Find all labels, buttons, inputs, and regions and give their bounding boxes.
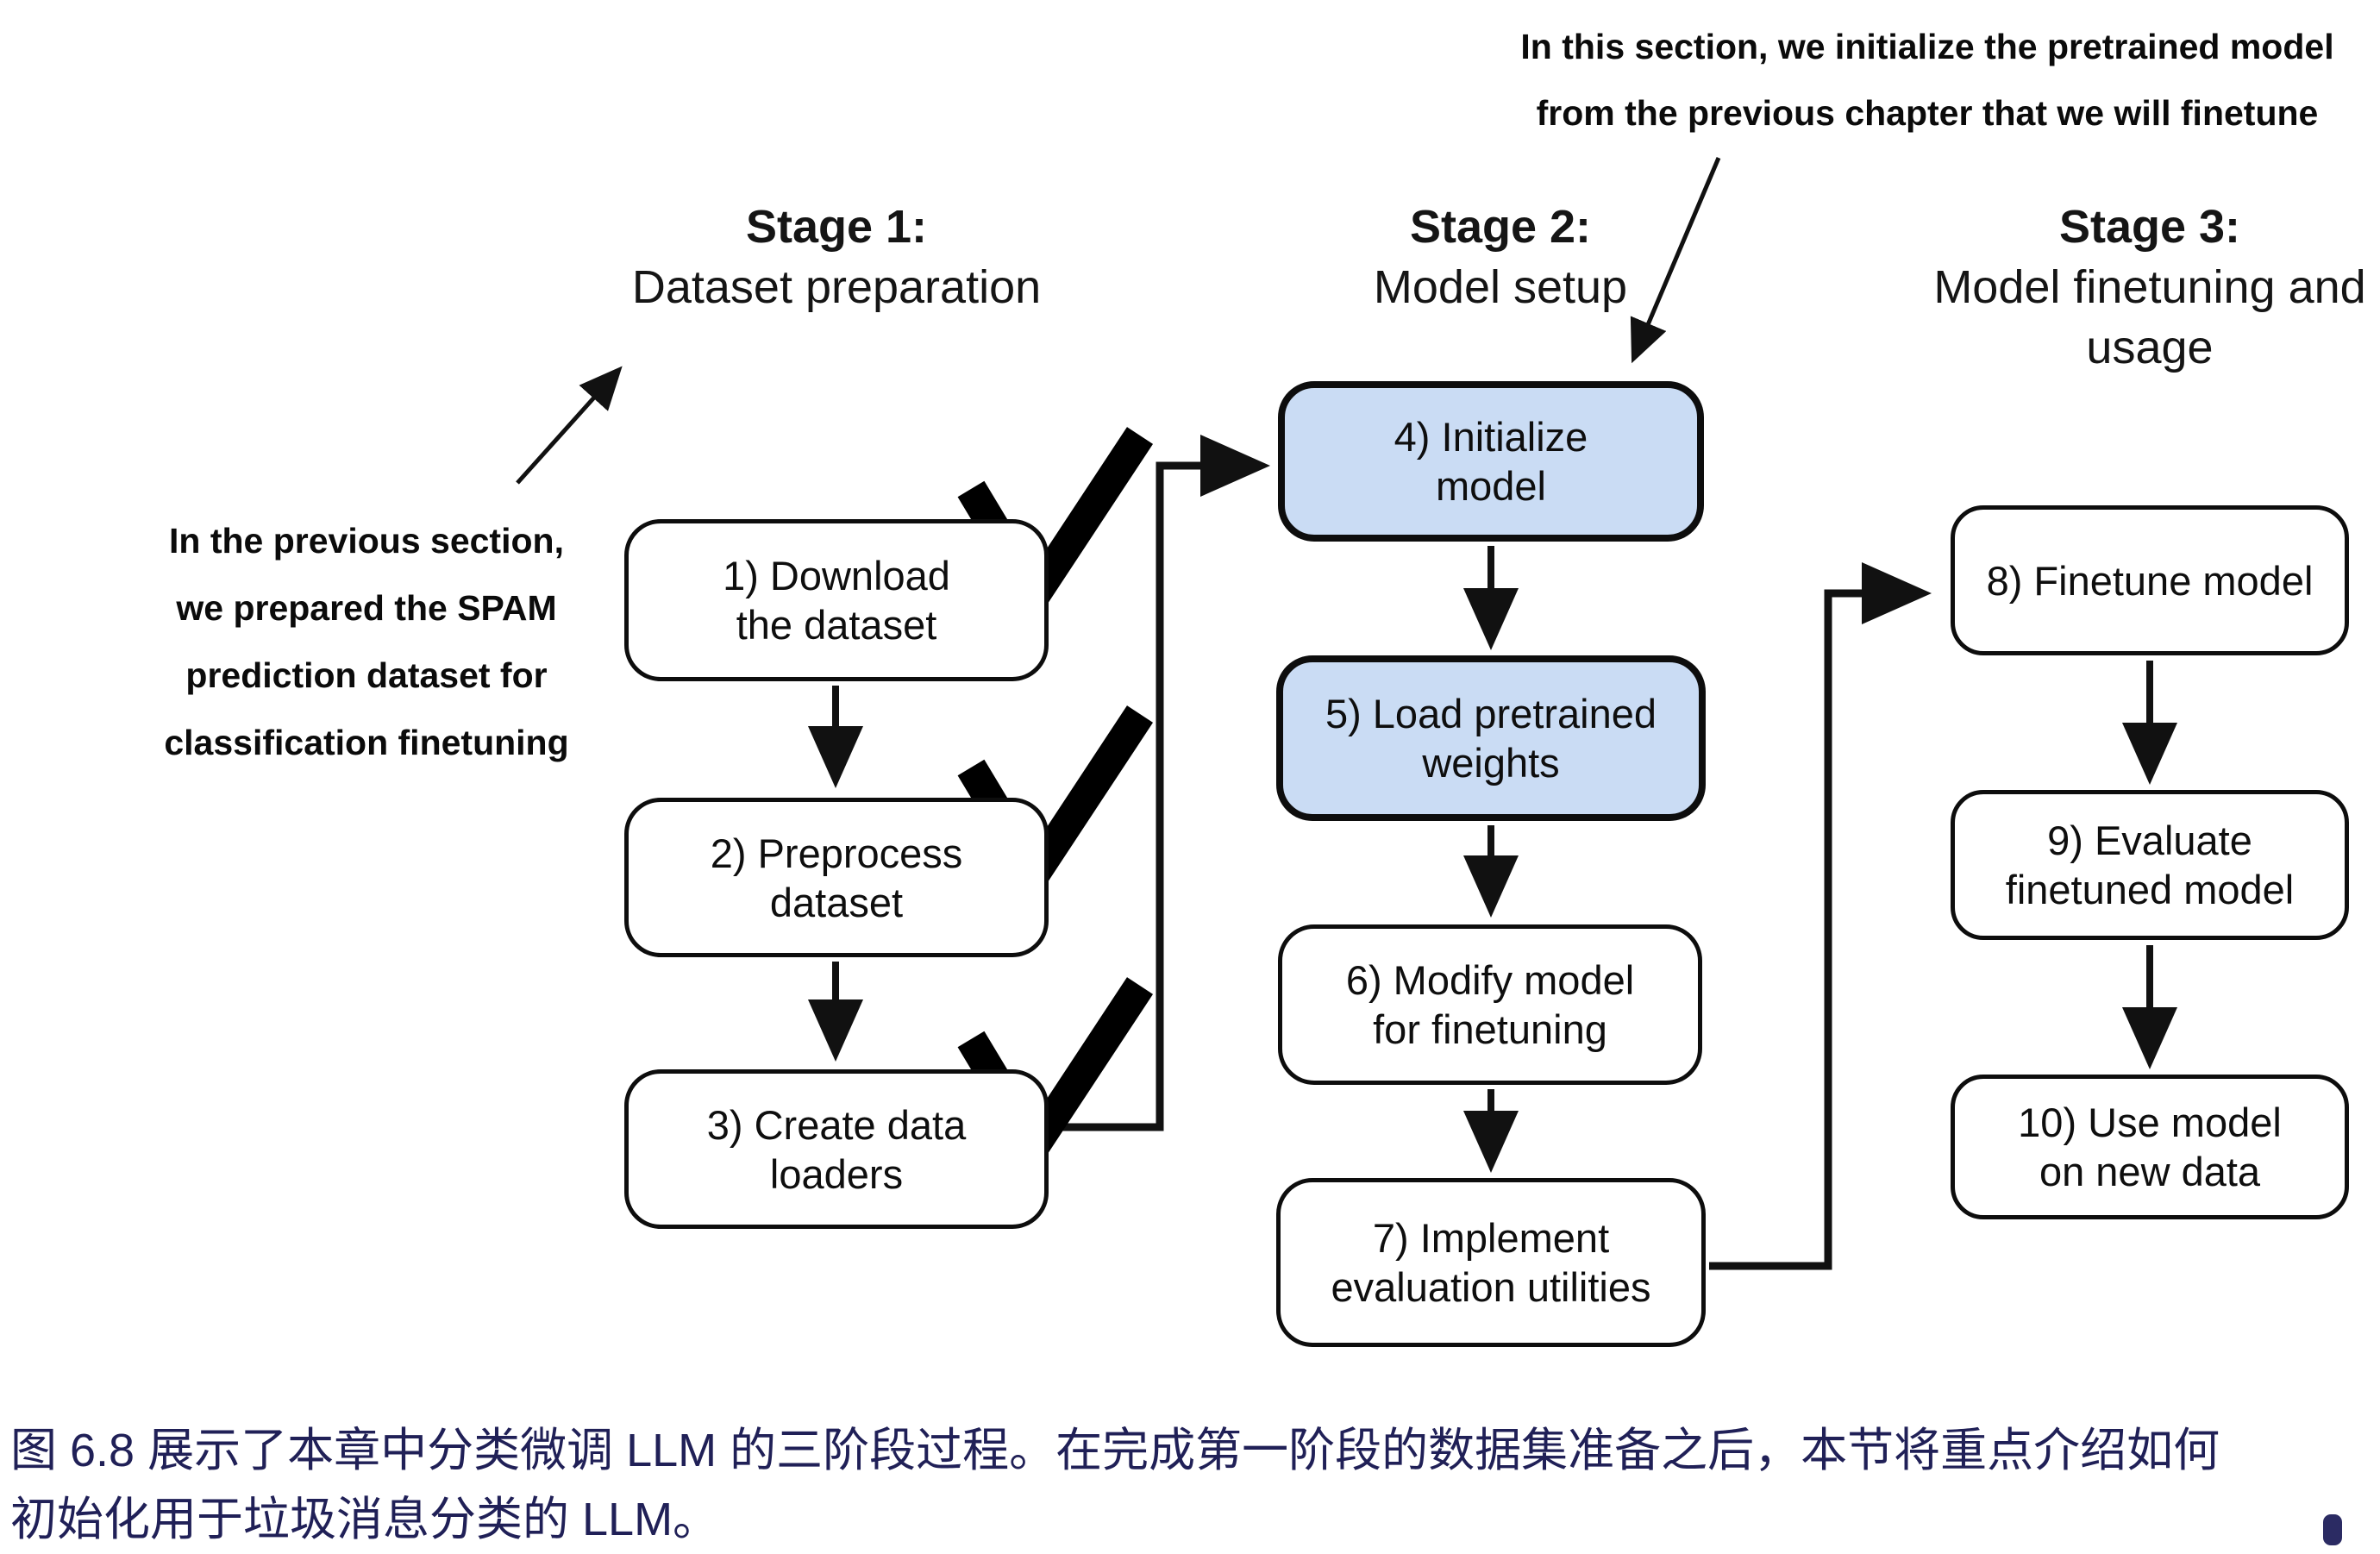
step-label: 7) Implement: [1372, 1215, 1610, 1261]
step-label: 3) Create data: [706, 1101, 967, 1148]
step-box-9: 9) Evaluate finetuned model: [1951, 790, 2349, 940]
top-annotation: In this section, we initialize the pretr…: [1466, 14, 2380, 147]
stage-1-title: Stage 1:: [745, 201, 928, 253]
step-label: 8) Finetune model: [1986, 557, 2314, 604]
ink-mark: [2323, 1514, 2342, 1545]
stage-1-header: Stage 1: Dataset preparation: [569, 197, 1104, 317]
step-label: weights: [1422, 740, 1560, 786]
figure-caption-line: 初始化用于垃圾消息分类的 LLM。: [10, 1494, 720, 1545]
stage-3-title: Stage 3:: [2058, 201, 2241, 253]
elbow-connector-7-8: [1709, 562, 1932, 1270]
left-note-arrow: [516, 366, 623, 485]
left-annotation: In the previous section, we prepared the…: [121, 507, 612, 776]
step-box-1: 1) Download the dataset: [624, 519, 1049, 681]
step-box-5-highlighted: 5) Load pretrained weights: [1276, 655, 1706, 821]
step-label: dataset: [769, 879, 904, 925]
stage-3-header: Stage 3: Model finetuning and usage: [1882, 197, 2380, 378]
step-label: 2) Preprocess: [710, 830, 963, 876]
left-annotation-line: we prepared the SPAM: [176, 588, 557, 628]
elbow-connector-3-4: [1049, 435, 1270, 1131]
stage-2-header: Stage 2: Model setup: [1233, 197, 1768, 317]
step-label: 6) Modify model: [1345, 957, 1635, 1003]
figure-caption-line: 图 6.8 展示了本章中分类微调 LLM 的三阶段过程。在完成第一阶段的数据集准…: [10, 1425, 2220, 1476]
step-box-2: 2) Preprocess dataset: [624, 798, 1049, 957]
step-label: for finetuning: [1373, 1006, 1607, 1052]
step-label: 9) Evaluate: [2047, 818, 2252, 863]
step-label: model: [1435, 463, 1546, 509]
step-label: loaders: [769, 1150, 904, 1197]
step-label: the dataset: [736, 602, 937, 648]
stage-1-subtitle: Dataset preparation: [631, 261, 1042, 313]
stage-2-title: Stage 2:: [1409, 201, 1592, 253]
step-box-8: 8) Finetune model: [1951, 505, 2349, 655]
top-annotation-line: In this section, we initialize the pretr…: [1520, 27, 2334, 66]
step-label: 5) Load pretrained: [1325, 691, 1657, 736]
top-annotation-line: from the previous chapter that we will f…: [1536, 93, 2319, 133]
left-annotation-line: prediction dataset for: [185, 655, 548, 695]
step-label: 4) Initialize: [1394, 414, 1588, 460]
left-annotation-line: classification finetuning: [164, 723, 569, 762]
step-label: 1) Download: [723, 553, 950, 598]
step-box-3: 3) Create data loaders: [624, 1069, 1049, 1229]
step-label: 10) Use model: [2018, 1100, 2282, 1145]
figure-caption: 图 6.8 展示了本章中分类微调 LLM 的三阶段过程。在完成第一阶段的数据集准…: [10, 1416, 2373, 1554]
step-box-6: 6) Modify model for finetuning: [1278, 924, 1702, 1085]
left-annotation-line: In the previous section,: [169, 521, 564, 561]
step-label: on new data: [2039, 1149, 2261, 1194]
step-box-4-highlighted: 4) Initialize model: [1278, 381, 1704, 542]
step-box-10: 10) Use model on new data: [1951, 1075, 2349, 1219]
step-label: evaluation utilities: [1331, 1264, 1651, 1310]
stage-2-subtitle: Model setup: [1373, 261, 1628, 313]
stage-3-subtitle: Model finetuning and usage: [1933, 261, 2366, 373]
step-label: finetuned model: [2005, 867, 2295, 912]
step-box-7: 7) Implement evaluation utilities: [1276, 1178, 1706, 1347]
